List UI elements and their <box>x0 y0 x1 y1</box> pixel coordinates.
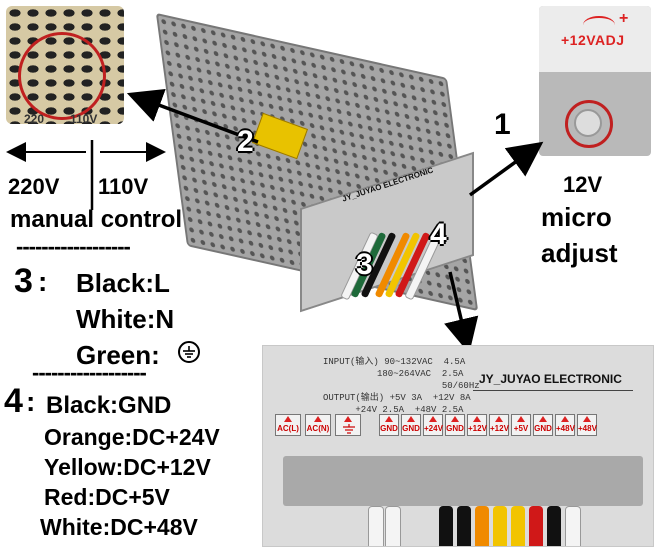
wire-green-label: Green: <box>76 340 160 370</box>
terminal-panel-closeup: INPUT(输入) 90~132VAC 4.5A 180~264VAC 2.5A… <box>262 345 654 547</box>
callout-2: 2 <box>237 125 254 158</box>
terminal-48v-2: +48V <box>577 414 597 436</box>
callout-4: 4 <box>430 218 447 251</box>
arrow-2-line <box>126 88 259 144</box>
terminal-ac-l: AC(L) <box>275 414 301 436</box>
separator-1: ------------------ <box>16 234 131 259</box>
adjust-12v-label: 12V <box>563 172 603 197</box>
section-4-number: 4 <box>4 382 23 420</box>
switch-110v-label: 110V <box>98 174 149 199</box>
wire-black-l-label: Black:L <box>76 268 170 298</box>
switch-220v-label: 220V <box>8 174 60 199</box>
pot-knob <box>574 109 602 137</box>
arrow-4-line <box>444 271 479 354</box>
panel-wire-white-48v <box>565 506 581 546</box>
panel-wire-red <box>529 506 543 546</box>
inset-label-220: 220 <box>24 112 45 124</box>
terminal-48v-1: +48V <box>555 414 575 436</box>
terminal-gnd-2: GND <box>401 414 421 436</box>
panel-wire-black-1 <box>439 506 453 546</box>
wire-black-gnd-label: Black:GND <box>46 392 172 419</box>
callout-3: 3 <box>356 248 373 281</box>
callout-1: 1 <box>494 108 511 141</box>
wire-white-n-label: White:N <box>76 304 175 334</box>
pot-highlight-circle <box>565 100 613 148</box>
adjust-direction-arrow-icon <box>583 16 615 34</box>
panel-wire-black-3 <box>547 506 561 546</box>
terminal-ac-n: AC(N) <box>305 414 331 436</box>
spec-output-line-1: OUTPUT(输出) +5V 3A +12V 8A <box>323 393 471 403</box>
section-3-colon: : <box>38 266 48 297</box>
spec-input-line-3: 50/60Hz <box>323 381 480 391</box>
terminal-12v-1: +12V <box>467 414 487 436</box>
panel-wire-orange <box>475 506 489 546</box>
spec-input-line-1: INPUT(输入) 90~132VAC 4.5A <box>323 357 466 367</box>
brand-underline <box>473 390 633 391</box>
spec-label: INPUT(输入) 90~132VAC 4.5A 180~264VAC 2.5A… <box>323 356 480 416</box>
wire-white-48v-label: White:DC+48V <box>40 514 198 540</box>
terminal-5v: +5V <box>511 414 531 436</box>
switch-highlight-circle <box>18 32 106 120</box>
terminal-gnd-4: GND <box>533 414 553 436</box>
panel-wire-black-2 <box>457 506 471 546</box>
terminal-24v: +24V <box>423 414 443 436</box>
adjust-adjust-label: adjust <box>541 238 618 268</box>
terminal-gnd-3: GND <box>445 414 465 436</box>
section-4-colon: : <box>26 386 36 417</box>
terminal-earth <box>335 414 361 436</box>
panel-wire-yellow-1 <box>493 506 507 546</box>
spec-input-line-2: 180~264VAC 2.5A <box>323 369 464 379</box>
section-3-number: 3 <box>14 262 33 300</box>
adjust-micro-label: micro <box>541 202 612 232</box>
terminal-gnd-1: GND <box>379 414 399 436</box>
terminal-block <box>283 456 643 506</box>
spec-output-line-2: +24V 2.5A +48V 2.5A <box>323 405 464 415</box>
arrow-1-line <box>468 141 544 197</box>
adjust-pot-inset: + +12VADJ <box>539 6 651 156</box>
wire-yellow-12v-label: Yellow:DC+12V <box>44 454 211 480</box>
panel-brand: JY_JUYAO ELECTRONIC <box>479 372 622 386</box>
panel-wire-white-2 <box>385 506 401 546</box>
manual-control-label: manual control <box>10 206 183 233</box>
ground-icon <box>178 341 200 363</box>
inset-label-110: 110V <box>70 112 98 124</box>
voltage-switch-inset: 220 110V <box>6 6 124 124</box>
panel-wire-yellow-2 <box>511 506 525 546</box>
earth-icon <box>343 424 355 434</box>
wire-red-5v-label: Red:DC+5V <box>44 484 170 510</box>
terminal-12v-2: +12V <box>489 414 509 436</box>
adj-label: +12VADJ <box>561 32 625 48</box>
panel-wire-white <box>368 506 384 546</box>
wire-orange-24v-label: Orange:DC+24V <box>44 424 220 450</box>
adj-plus-sign: + <box>619 10 629 27</box>
separator-2: ------------------ <box>32 360 147 385</box>
